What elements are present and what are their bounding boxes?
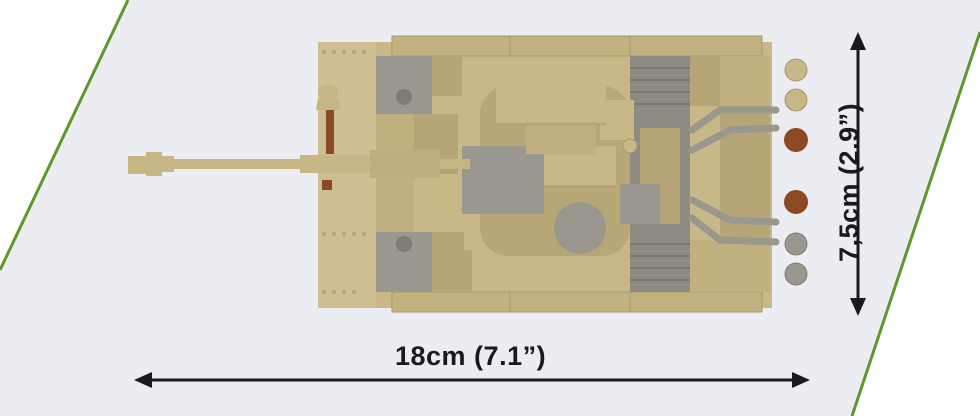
right-accent-stripe [850,31,980,416]
hull-studs [396,89,412,252]
width-dimension-label: 18cm (7.1”) [395,341,547,371]
gun-barrel [128,150,470,178]
hull-front-plate [318,42,376,308]
left-accent-stripe [0,0,130,271]
turret [462,70,680,256]
height-dimension-arrow [850,32,866,316]
height-dimension-label: 7,5cm (2.9”) [834,102,864,262]
track-bottom [391,291,763,313]
tank-model [128,35,808,313]
rear-cylinders [784,58,808,286]
commander-hatch [554,202,606,254]
width-dimension-arrow [134,372,810,388]
shovel-tool [316,84,340,190]
exhaust-pipes [688,106,780,246]
track-top [391,35,763,57]
